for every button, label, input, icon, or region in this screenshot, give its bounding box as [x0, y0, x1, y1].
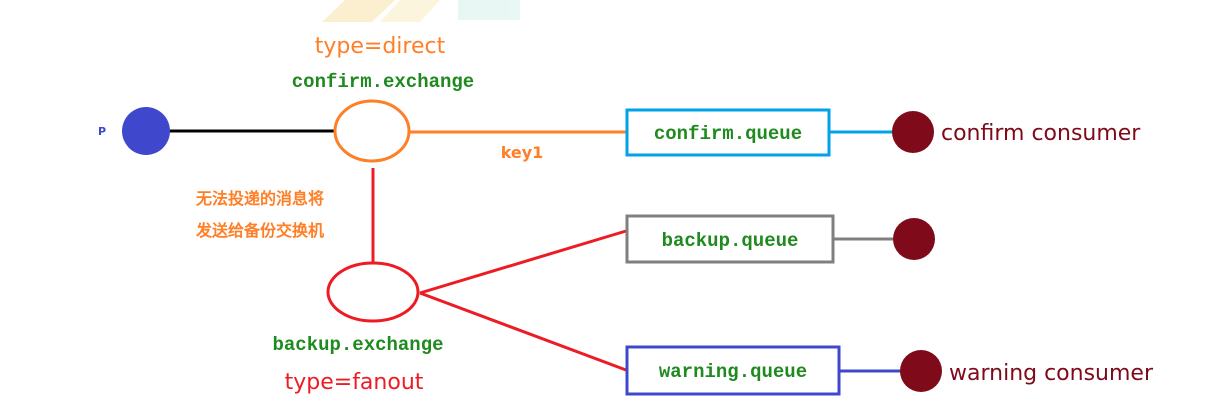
warning-consumer-node: [900, 350, 942, 392]
confirm-exchange-type-label: type=direct: [315, 34, 446, 59]
producer-node: [122, 107, 170, 155]
producer-label: P: [98, 125, 106, 138]
warning-queue-label: warning.queue: [659, 361, 807, 383]
backup-exchange-to-backup-queue-line: [419, 229, 627, 295]
confirm-queue-box: [625, 108, 831, 157]
backup-queue-box: [625, 214, 835, 264]
backup-exchange-type-label: type=fanout: [285, 370, 424, 395]
confirm-consumer-label: confirm consumer: [941, 121, 1141, 146]
confirm-exchange-node: [333, 99, 411, 163]
fallback-note-line1: 无法投递的消息将: [195, 189, 324, 208]
backup-queue-label: backup.queue: [662, 230, 799, 252]
backup-exchange-name: backup.exchange: [272, 334, 443, 356]
backup-exchange-node: [326, 261, 420, 323]
backup-exchange-to-warning-queue-line: [419, 291, 627, 372]
fallback-note-line2: 发送给备份交换机: [195, 221, 324, 240]
routing-key-label: key1: [501, 143, 544, 162]
backup-consumer-node: [893, 218, 935, 260]
warning-queue-box: [625, 345, 841, 396]
confirm-queue-label: confirm.queue: [654, 123, 802, 145]
watermark-shapes: [322, 0, 520, 22]
warning-consumer-label: warning consumer: [949, 361, 1154, 386]
confirm-consumer-node: [892, 111, 934, 153]
confirm-exchange-name: confirm.exchange: [292, 71, 474, 93]
